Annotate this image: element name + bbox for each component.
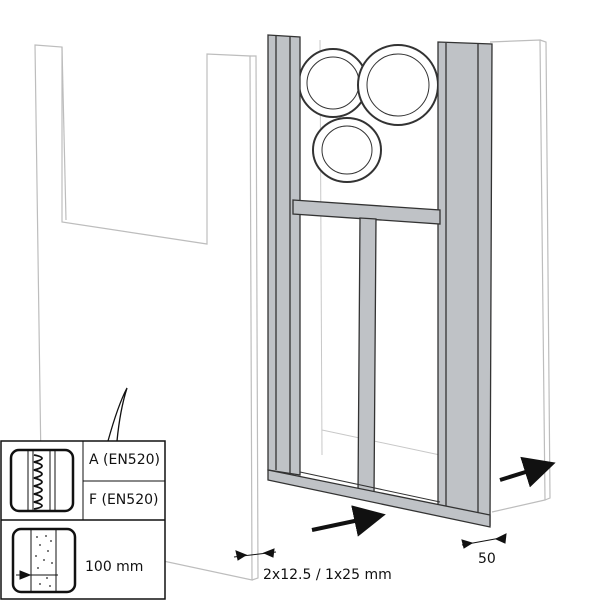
right-wall-board bbox=[489, 39, 551, 513]
callout-line bbox=[107, 387, 128, 442]
wall-thickness-label: 100 mm bbox=[85, 559, 144, 575]
ventilation-ducts bbox=[298, 44, 439, 183]
dimension-arrows bbox=[233, 533, 507, 561]
solid-wall-icon bbox=[11, 527, 77, 594]
insert-arrow-icon bbox=[311, 456, 556, 537]
board-thickness-label: 2x12.5 / 1x25 mm bbox=[263, 567, 392, 583]
board-type-a-label: A (EN520) bbox=[89, 452, 160, 468]
metal-stud-frame bbox=[267, 34, 493, 528]
stud-width-label: 50 bbox=[478, 551, 496, 567]
board-type-f-label: F (EN520) bbox=[89, 492, 159, 508]
mineral-wool-wall-icon bbox=[9, 448, 75, 513]
